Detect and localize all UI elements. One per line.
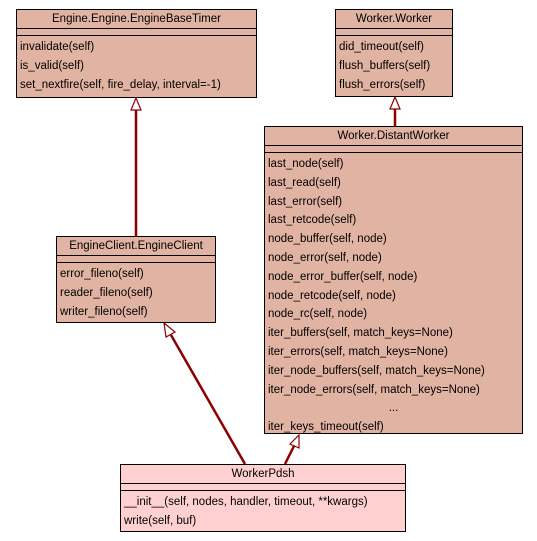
method: iter_node_buffers(self, match_keys=None) [268, 364, 485, 377]
method: node_rc(self, node) [268, 308, 368, 321]
class-engine-base-timer: Engine.Engine.EngineBaseTimer invalidate… [16, 9, 257, 98]
method: is_valid(self) [20, 59, 84, 72]
attributes-compartment [17, 29, 256, 36]
method: __init__(self, nodes, handler, timeout, … [124, 496, 368, 508]
method: node_buffer(self, node) [268, 233, 387, 246]
method: iter_buffers(self, match_keys=None) [268, 327, 453, 340]
class-name: WorkerPdsh [121, 465, 405, 484]
methods-compartment: last_node(self) last_read(self) last_err… [265, 153, 522, 437]
class-worker-pdsh: WorkerPdsh __init__(self, nodes, handler… [120, 464, 406, 532]
attributes-compartment [336, 29, 452, 36]
method: error_fileno(self) [60, 268, 144, 280]
method: last_retcode(self) [268, 214, 357, 227]
inherit-arrow-worker [389, 95, 401, 110]
edge-workerpdsh-to-distantworker [283, 445, 296, 465]
method: iter_errors(self, match_keys=None) [268, 345, 448, 358]
class-distant-worker: Worker.DistantWorker last_node(self) las… [264, 126, 523, 434]
class-name: Worker.Worker [336, 10, 452, 29]
method: last_error(self) [268, 195, 343, 208]
edge-workerpdsh-to-engineclient [169, 334, 247, 465]
class-name: Engine.Engine.EngineBaseTimer [17, 10, 256, 29]
method: node_error_buffer(self, node) [268, 270, 418, 283]
method: iter_keys_timeout(self) [268, 421, 384, 434]
class-name: EngineClient.EngineClient [57, 237, 215, 256]
method: iter_node_errors(self, match_keys=None) [268, 383, 480, 396]
methods-compartment: invalidate(self) is_valid(self) set_next… [17, 36, 256, 94]
attributes-compartment [121, 484, 405, 491]
method: writer_fileno(self) [60, 305, 148, 318]
method: flush_errors(self) [339, 78, 426, 91]
attributes-compartment [265, 146, 522, 153]
methods-compartment: did_timeout(self) flush_buffers(self) fl… [336, 36, 452, 94]
inherit-arrow-distantworker [288, 433, 300, 449]
method: node_error(self, node) [268, 251, 382, 264]
class-engine-client: EngineClient.EngineClient error_fileno(s… [56, 236, 216, 323]
attributes-compartment [57, 256, 215, 263]
method: last_read(self) [268, 176, 341, 189]
method: last_node(self) [268, 158, 344, 170]
inherit-arrow-enginebasetimer [130, 96, 142, 111]
method: did_timeout(self) [339, 41, 425, 53]
method: set_nextfire(self, fire_delay, interval=… [20, 78, 221, 91]
methods-compartment: __init__(self, nodes, handler, timeout, … [121, 491, 405, 531]
method: reader_fileno(self) [60, 286, 153, 299]
inherit-arrow-engineclient [163, 321, 177, 338]
method: flush_buffers(self) [339, 59, 431, 72]
method: invalidate(self) [20, 41, 95, 53]
method: write(self, buf) [124, 514, 197, 527]
class-name: Worker.DistantWorker [265, 127, 522, 146]
method-ellipsis: ... [388, 402, 399, 415]
methods-compartment: error_fileno(self) reader_fileno(self) w… [57, 263, 215, 321]
method: node_retcode(self, node) [268, 289, 396, 302]
class-worker: Worker.Worker did_timeout(self) flush_bu… [335, 9, 453, 97]
